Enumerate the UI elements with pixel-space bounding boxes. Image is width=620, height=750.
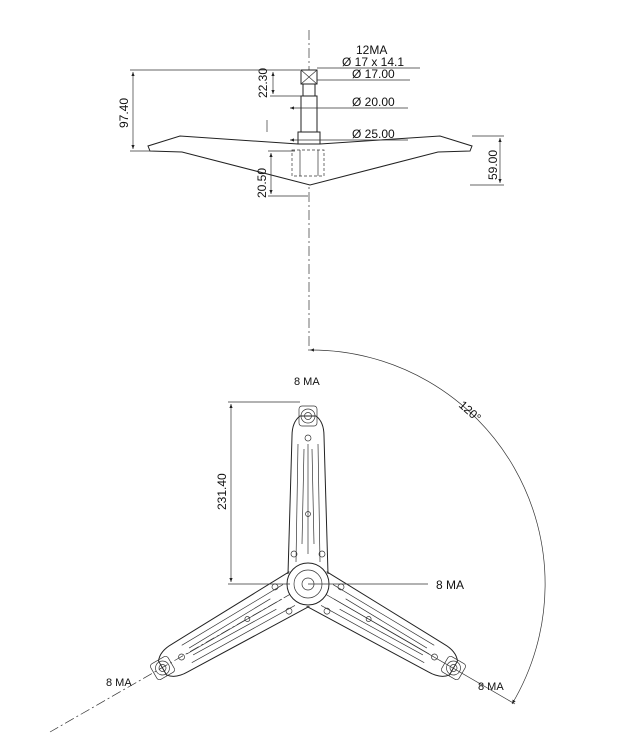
top-view: 120° 231.40 8 MA 8 MA 8 MA 8 MA <box>49 348 546 733</box>
dim-height-20: 20.50 <box>255 168 269 198</box>
shaft-middle <box>300 95 318 133</box>
hidden-bore <box>291 149 325 177</box>
hole-label-center: 8 MA <box>436 578 464 592</box>
dim-height-22: 22.30 <box>256 68 270 98</box>
dim-diameter-20: Ø 20.00 <box>352 95 395 109</box>
shaft-upper <box>302 83 316 97</box>
spider-arm-top <box>287 405 329 575</box>
hole-label-top: 8 MA <box>294 376 320 388</box>
dim-height-59: 59.00 <box>486 150 500 180</box>
thread-label-12ma: 12MA <box>356 43 387 57</box>
flange-profile <box>147 135 473 186</box>
angle-arc-120 <box>309 348 546 705</box>
angle-label-120: 120° <box>456 398 484 425</box>
hole-label-left: 8 MA <box>106 677 132 689</box>
hole-label-right: 8 MA <box>478 681 504 693</box>
dim-diameter-17: Ø 17.00 <box>352 67 395 81</box>
side-view: 12MA Ø 17 x 14.1 Ø 17.00 Ø 20.00 Ø 25.00… <box>117 30 504 352</box>
shaft-lower <box>297 131 321 145</box>
dim-diameter-17x14: Ø 17 x 14.1 <box>342 55 404 69</box>
dim-height-97: 97.40 <box>117 98 131 128</box>
spider-arm-left <box>143 571 310 691</box>
dim-diameter-25: Ø 25.00 <box>352 127 395 141</box>
dim-arm-length: 231.40 <box>215 473 229 510</box>
